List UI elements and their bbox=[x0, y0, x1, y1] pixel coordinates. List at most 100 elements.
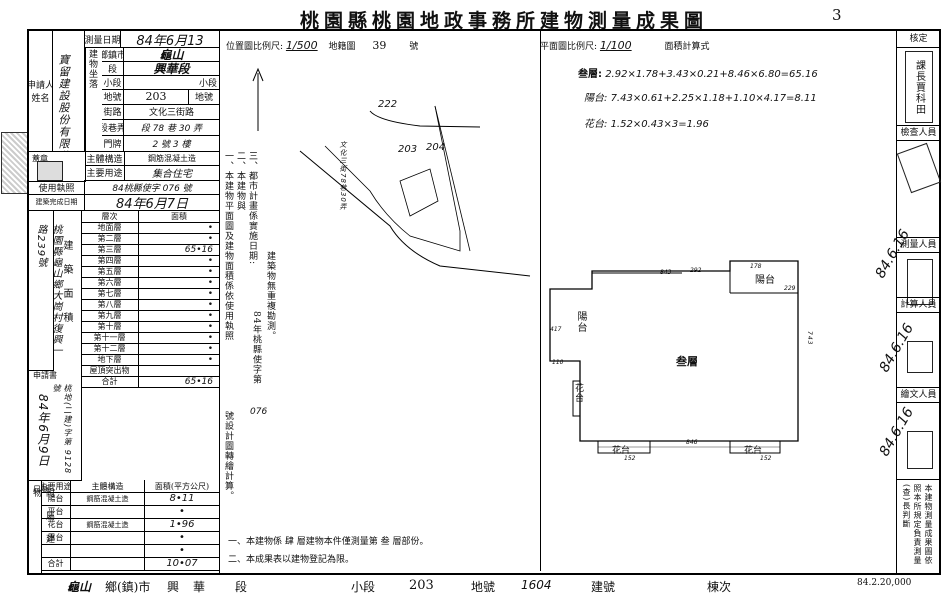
permit-row: 使用執照 84桃縣使字 076 號 bbox=[29, 180, 219, 195]
formula-planter-value: 1.52×0.43×3=1.96 bbox=[610, 119, 709, 130]
permit-value: 84桃縣使字 076 號 bbox=[112, 183, 192, 194]
application-label: 申請書 bbox=[33, 371, 57, 380]
floor-row: 第十一層• bbox=[81, 332, 219, 344]
bb-subsection-suffix: 小段 bbox=[351, 580, 376, 594]
floor-row: 地面層 • bbox=[81, 222, 219, 234]
bb-section: 興華 bbox=[167, 580, 220, 594]
dim-229: 229 bbox=[784, 285, 796, 292]
lot-suffix: 地號 bbox=[194, 93, 213, 103]
main-structure-value: 鋼筋混凝土造 bbox=[148, 153, 196, 163]
survey-stamp bbox=[907, 259, 933, 305]
floor-label: 第九層 bbox=[81, 310, 139, 321]
formula-planter: 花台: 1.52×0.43×3=1.96 bbox=[584, 115, 709, 130]
seal-stamp bbox=[37, 161, 63, 181]
subsection-row: 小段 小段 bbox=[102, 75, 219, 90]
floor-label: 第七層 bbox=[81, 288, 139, 299]
street-value: 文化三街路 bbox=[148, 108, 194, 118]
floor-row: 第十層• bbox=[81, 321, 219, 333]
floor-plan-area: 平面圖比例尺: 1/100 面積計算式 叁層: 2.92×1.78+3.43×0… bbox=[540, 31, 896, 571]
dim-743: 743 bbox=[806, 331, 813, 346]
bottom-note-2: 二、本成果表以建物登記為限。 bbox=[228, 555, 355, 565]
note-1: 一、本建物平面圖及建物面積係依使用執照 bbox=[223, 151, 233, 341]
draw-stamp bbox=[907, 431, 933, 469]
bottom-note-1: 一、本建物係 肆 層建物本件僅測量第 叁 層部份。 bbox=[228, 537, 429, 547]
seal-area: 蓋章 bbox=[29, 151, 86, 182]
number-row: 門牌 2 號 3 樓 bbox=[102, 135, 219, 152]
floor-area: • bbox=[207, 332, 213, 343]
formula-main-value: 2.92×1.78+3.43×0.21+8.46×6.80=65.16 bbox=[605, 69, 818, 80]
township-label: 鄉鎮市 bbox=[102, 47, 124, 61]
number-label: 門牌 bbox=[102, 135, 124, 151]
annex-header-area: 面積(平方公尺) bbox=[154, 481, 210, 491]
floor-label: 第八層 bbox=[81, 299, 139, 310]
note-1a: 84年桃縣使字第 bbox=[251, 311, 261, 385]
room-planter-bottom-2: 花台 bbox=[744, 446, 763, 456]
dim-846: 846 bbox=[686, 439, 698, 446]
annex-structure: 鋼筋混凝土造 bbox=[71, 518, 145, 531]
note-2: 二、本建物與 bbox=[235, 151, 245, 211]
survey-date-value: 84年6月13 bbox=[136, 33, 204, 48]
annex-header-structure: 主體構造 bbox=[71, 480, 145, 492]
floor-row: 第九層• bbox=[81, 310, 219, 322]
floor-label: 第十二層 bbox=[81, 343, 139, 354]
annex-row: 平台 • bbox=[41, 505, 219, 519]
formula-balcony-value: 7.43×0.61+2.25×1.18+1.10×4.17=8.11 bbox=[610, 93, 817, 104]
floor-area: • bbox=[207, 222, 213, 233]
approve-stamp-text: 課長賈科田 bbox=[913, 59, 925, 115]
annex-row: • bbox=[41, 544, 219, 558]
application-block: 申請書 桃地(二建)字第 9128 號 84年6月9日 日號 bbox=[29, 370, 82, 494]
section-value: 興華段 bbox=[153, 61, 190, 76]
road-label: 文化三街78巷30弄 bbox=[339, 141, 347, 211]
annex-area: • bbox=[179, 532, 185, 543]
bb-township: 龜山 bbox=[67, 580, 92, 594]
floor-label: 第十層 bbox=[81, 321, 139, 332]
annex-area: • bbox=[179, 506, 185, 517]
main-use-row: 主要用途 集合住宅 bbox=[85, 165, 219, 181]
main-use-value: 集合住宅 bbox=[152, 169, 192, 180]
main-frame bbox=[27, 29, 941, 575]
annex-structure: 鋼筋混凝土造 bbox=[71, 492, 145, 505]
annex-side: 附屬建物 bbox=[29, 480, 54, 573]
floor-area: 65•16 bbox=[184, 376, 213, 387]
bb-revision-suffix: 棟次 bbox=[707, 580, 732, 594]
bb-lot: 203 bbox=[409, 578, 434, 593]
location-scale-label: 位置圖比例尺: bbox=[226, 42, 284, 52]
floor-label: 屋頂突出物 bbox=[81, 365, 139, 376]
applicant-name-cell: 寶留建設股份有限公司 bbox=[53, 31, 85, 151]
floor-label: 第三層 bbox=[81, 244, 139, 255]
bb-section-suffix: 段 bbox=[235, 580, 248, 594]
annex-area: • bbox=[179, 545, 185, 556]
annex-structure bbox=[71, 505, 145, 518]
lot-222: 222 bbox=[378, 99, 398, 110]
plan-scale-value: 1/100 bbox=[599, 39, 632, 52]
floor-label: 地面層 bbox=[81, 222, 139, 233]
floor-row: 第四層• bbox=[81, 255, 219, 267]
floor-area: • bbox=[207, 288, 213, 299]
lot-204: 204 bbox=[426, 142, 446, 153]
floor-label: 合計 bbox=[81, 376, 139, 387]
formula-balcony-label: 陽台: bbox=[584, 93, 608, 104]
annex-area: 1•96 bbox=[169, 519, 195, 530]
annex-use: 露台 bbox=[41, 531, 71, 544]
calc-stamp bbox=[907, 341, 933, 373]
location-scale-value: 1/500 bbox=[285, 39, 318, 52]
annex-row: 露台 • bbox=[41, 531, 219, 545]
annex-use: 平台 bbox=[41, 505, 71, 518]
applicant-labels: 申請人 姓名 bbox=[29, 31, 53, 151]
completion-label: 建築完成日期 bbox=[29, 194, 85, 210]
footnote-text: 本建物測量成果圖依照本所規定負責測量(查)長判斷 bbox=[902, 484, 933, 565]
formula-balcony: 陽台: 7.43×0.61+2.25×1.18+1.10×4.17=8.11 bbox=[584, 89, 817, 104]
annex-use: 陽台 bbox=[41, 492, 71, 505]
location-map-svg bbox=[252, 67, 531, 277]
floor-label: 第六層 bbox=[81, 277, 139, 288]
sheet-suffix: 號 bbox=[409, 42, 419, 52]
subsection-label: 小段 bbox=[102, 75, 124, 89]
floor-header-label: 層次 bbox=[81, 210, 139, 222]
sheet-value: 39 bbox=[372, 39, 387, 52]
floors-side-text: 建築面積 bbox=[61, 240, 72, 336]
location-vertical-label: 建物坐落 bbox=[87, 49, 97, 89]
name-label: 姓名 bbox=[31, 94, 50, 104]
document-title: 桃園縣桃園地政事務所建物測量成果圖 bbox=[300, 10, 709, 32]
